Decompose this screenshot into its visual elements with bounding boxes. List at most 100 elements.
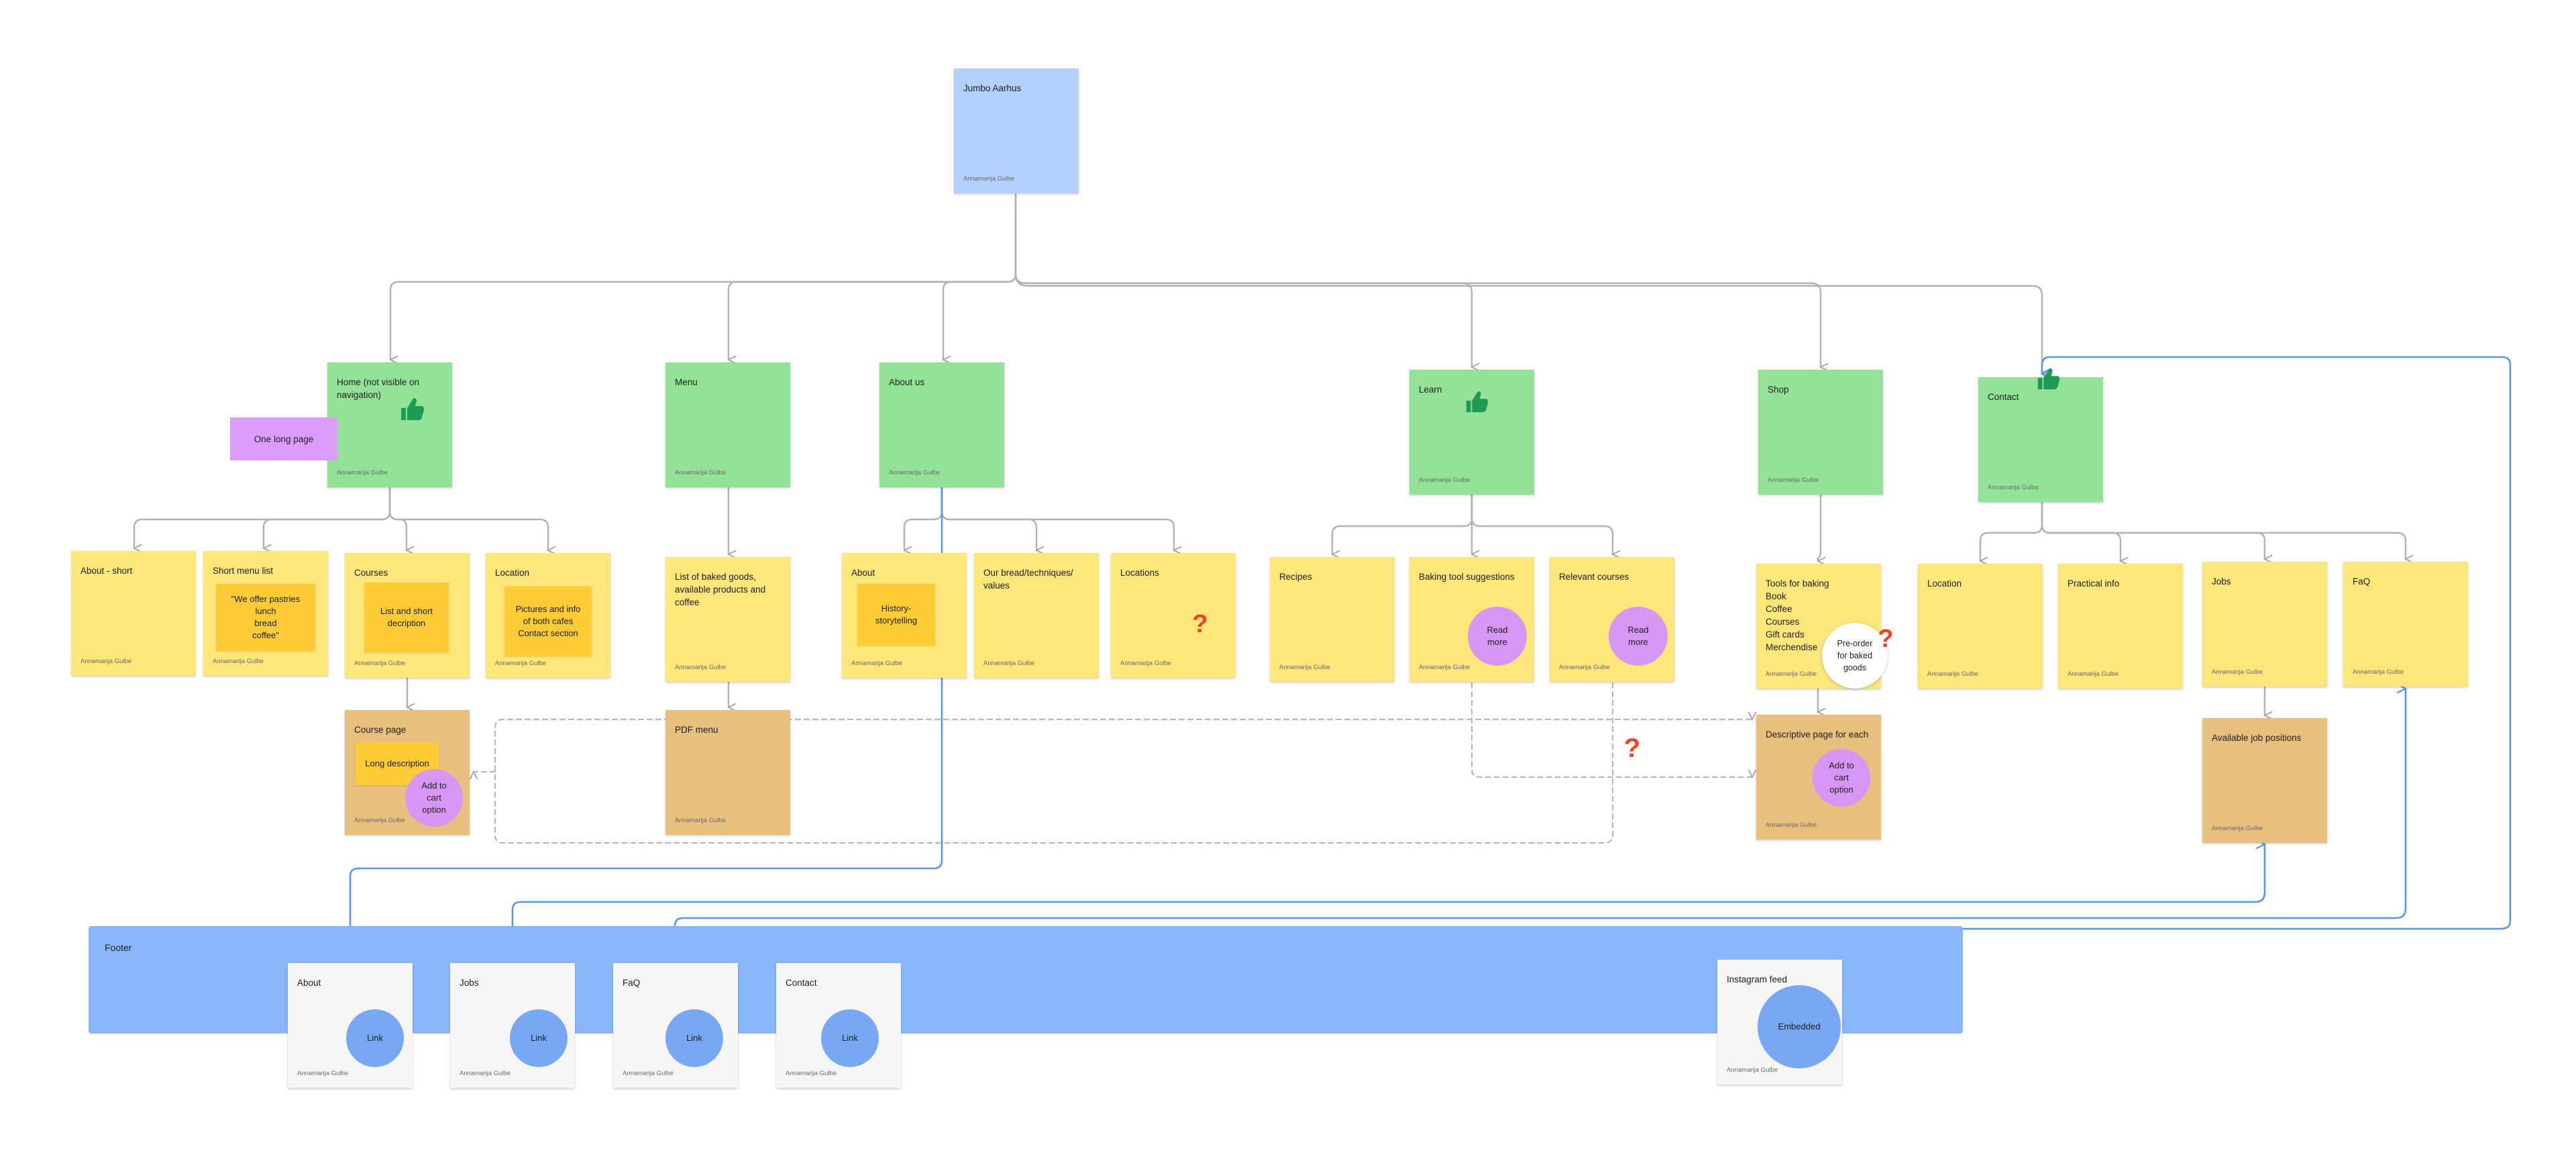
section-contact[interactable]: Contact Annamarija Gulbe [1978,377,2103,502]
question-mark-icon: ? [1624,734,1640,761]
one-long-page-note[interactable]: One long page [230,417,337,460]
subpage-job-positions[interactable]: Available job positions Annamarija Gulbe [2202,718,2327,843]
embedded-circle[interactable]: Embedded [1758,985,1841,1068]
connector-line [1014,193,2042,374]
page-about-short[interactable]: About - short Annamarija Gulbe [71,551,196,676]
section-about-us-title: About us [889,377,925,387]
author-label: Annamarija Gulbe [675,817,727,824]
connector-line [904,486,943,550]
root-title: Jumbo Aarhus [963,83,1022,93]
page-bread-values-title: Our bread/techniques/ values [983,568,1073,591]
footer-card-jobs-title: Jobs [460,978,479,988]
section-about-us[interactable]: About us Annamarija Gulbe [879,362,1004,487]
section-menu[interactable]: Menu Annamarija Gulbe [665,362,790,487]
footer-title: Footer [105,942,132,953]
page-jobs-title: Jobs [2212,576,2231,587]
author-label: Annamarija Gulbe [1768,476,1819,484]
link-circle[interactable]: Link [510,1009,568,1067]
author-label: Annamarija Gulbe [354,660,406,667]
connector-line [1014,193,1472,367]
svg-text:?: ? [1192,610,1208,636]
read-more-button[interactable]: Read more [1468,607,1527,666]
section-home-title: Home (not visible on navigation) [337,377,420,400]
connector-line [388,486,407,550]
add-to-cart-button[interactable]: Add to cart option [1813,749,1870,807]
connector-line [1980,501,2043,561]
author-label: Annamarija Gulbe [337,469,388,476]
page-bread-values[interactable]: Our bread/techniques/ values Annamarija … [974,553,1099,678]
author-label: Annamarija Gulbe [786,1070,837,1077]
page-relevant-courses-title: Relevant courses [1559,572,1629,582]
page-about-title: About [851,568,875,578]
connector-line [1014,193,1821,367]
subpage-course-page-title: Course page [354,725,407,735]
author-label: Annamarija Gulbe [354,817,406,824]
location-home-note[interactable]: Pictures and info of both cafes Contact … [504,587,592,656]
question-mark-icon: ? [1878,625,1893,651]
footer-card-about-title: About [297,978,321,988]
connector-line [729,193,1017,360]
section-contact-title: Contact [1988,392,2019,402]
page-practical-info-title: Practical info [2068,578,2120,589]
page-menu-list[interactable]: List of baked goods, available products … [665,557,790,682]
connector-line [388,486,548,550]
dashed-connector [1470,682,1752,777]
connector-line [134,486,391,548]
add-to-cart-button[interactable]: Add to cart option [405,769,463,827]
author-label: Annamarija Gulbe [1727,1066,1778,1074]
link-circle[interactable]: Link [346,1009,404,1067]
link-circle[interactable]: Link [821,1009,879,1067]
author-label: Annamarija Gulbe [2212,825,2263,832]
footer-card-contact-title: Contact [786,978,817,988]
connector-line [1332,493,1473,554]
about-note[interactable]: History- storytelling [857,584,935,646]
author-label: Annamarija Gulbe [1419,476,1470,484]
page-location-contact[interactable]: Location Annamarija Gulbe [1918,564,2043,689]
page-courses-title: Courses [354,568,388,578]
courses-note[interactable]: List and short decription [364,583,449,652]
section-shop-title: Shop [1768,385,1789,395]
page-about-short-title: About - short [80,566,133,576]
author-label: Annamarija Gulbe [80,658,132,665]
thumbs-up-icon [1466,391,1489,413]
author-label: Annamarija Gulbe [1279,664,1331,671]
section-learn[interactable]: Learn Annamarija Gulbe [1409,370,1534,495]
page-practical-info[interactable]: Practical info Annamarija Gulbe [2058,564,2183,689]
author-label: Annamarija Gulbe [851,660,903,667]
author-label: Annamarija Gulbe [623,1070,674,1077]
footer-link-line [674,689,2406,962]
page-locations[interactable]: Locations Annamarija Gulbe [1111,553,1236,678]
footer-card-instagram-feed-title: Instagram feed [1727,974,1788,984]
link-circle[interactable]: Link [665,1009,723,1067]
connector-line [1818,493,1821,561]
short-menu-list-note[interactable]: "We offer pastries lunch bread coffee" [216,584,315,651]
author-label: Annamarija Gulbe [495,660,547,667]
subpage-pdf-menu[interactable]: PDF menu Annamarija Gulbe [665,710,790,835]
section-shop[interactable]: Shop Annamarija Gulbe [1758,370,1883,495]
read-more-button[interactable]: Read more [1609,607,1668,666]
subpage-job-positions-title: Available job positions [2212,733,2302,743]
section-home[interactable]: Home (not visible on navigation) Annamar… [327,362,452,487]
connector-line [264,486,391,548]
page-faq[interactable]: FaQ Annamarija Gulbe [2343,562,2468,687]
pre-order-circle[interactable]: Pre-order for baked goods [1822,623,1888,689]
author-label: Annamarija Gulbe [1120,660,1172,667]
connector-line [1470,493,1613,554]
connector-line [2041,501,2265,559]
one-long-page-label: One long page [254,434,314,444]
author-label: Annamarija Gulbe [1559,664,1611,671]
page-shop-list-title: Tools for baking Book Coffee Courses Gif… [1766,578,1829,652]
author-label: Annamarija Gulbe [675,469,727,476]
author-label: Annamarija Gulbe [1988,484,2039,491]
page-jobs[interactable]: Jobs Annamarija Gulbe [2202,562,2327,687]
section-learn-title: Learn [1419,385,1442,395]
page-recipes[interactable]: Recipes Annamarija Gulbe [1270,557,1395,682]
root-note[interactable]: Jumbo Aarhus Annamarija Gulbe [954,68,1079,193]
author-label: Annamarija Gulbe [963,175,1015,183]
page-locations-title: Locations [1120,568,1159,578]
author-label: Annamarija Gulbe [889,469,941,476]
page-faq-title: FaQ [2353,576,2371,587]
author-label: Annamarija Gulbe [1419,664,1470,671]
footer-card-faq-title: FaQ [623,978,641,988]
author-label: Annamarija Gulbe [983,660,1035,667]
